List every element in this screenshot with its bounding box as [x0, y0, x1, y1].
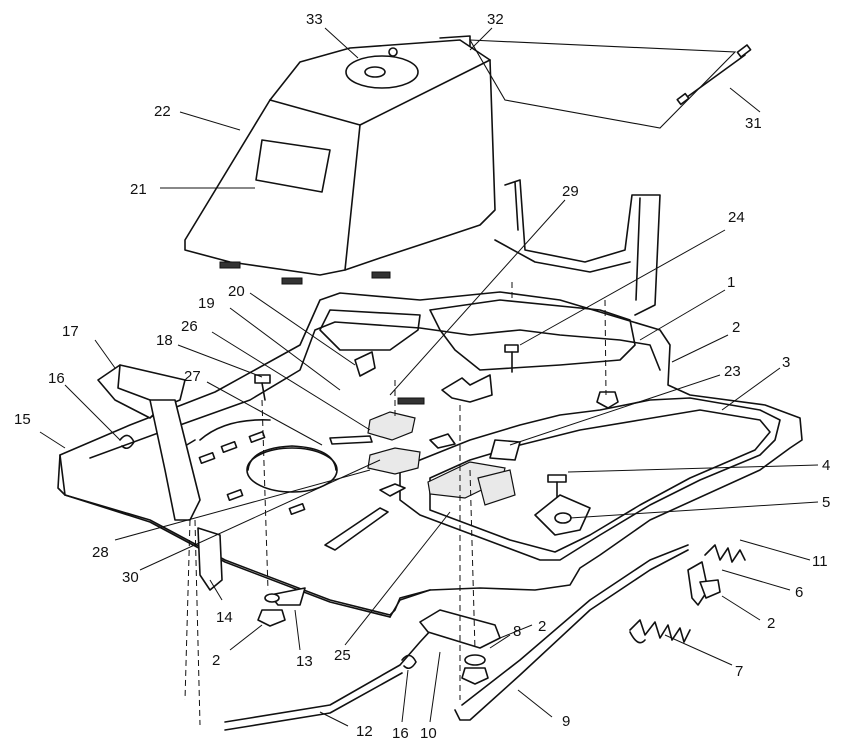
hood-cover [184, 35, 496, 285]
callout-1: 1 [727, 274, 735, 291]
callout-labels: 1 2 3 4 5 11 6 2 7 8 2 9 10 16 12 25 13 … [14, 11, 830, 742]
callout-24: 24 [728, 209, 745, 226]
seat-switch-assembly [329, 351, 521, 506]
main-deck [57, 291, 803, 618]
callout-23: 23 [724, 363, 741, 380]
callout-21: 21 [130, 181, 147, 198]
callout-10: 10 [420, 725, 437, 742]
cotter-pin-16b [401, 654, 417, 670]
callout-19: 19 [198, 295, 215, 312]
callout-8: 8 [513, 623, 521, 640]
callout-12: 12 [356, 723, 373, 740]
callout-27: 27 [184, 368, 201, 385]
callout-29: 29 [562, 183, 579, 200]
callout-14: 14 [216, 609, 233, 626]
callout-9: 9 [562, 713, 570, 730]
callout-4: 4 [822, 457, 830, 474]
callout-5: 5 [822, 494, 830, 511]
callout-2: 2 [767, 615, 775, 632]
callout-6: 6 [795, 584, 803, 601]
callout-31: 31 [745, 115, 762, 132]
callout-13: 13 [296, 653, 313, 670]
decal-sheet [469, 39, 737, 129]
callout-32: 32 [487, 11, 504, 28]
callout-16: 16 [48, 370, 65, 387]
callout-16: 16 [392, 725, 409, 742]
callout-3: 3 [782, 354, 790, 371]
callout-28: 28 [92, 544, 109, 561]
callout-20: 20 [228, 283, 245, 300]
callout-11: 11 [812, 553, 828, 570]
callout-2: 2 [212, 652, 220, 669]
callout-33: 33 [306, 11, 323, 28]
callout-15: 15 [14, 411, 31, 428]
callout-22: 22 [154, 103, 171, 120]
callout-25: 25 [334, 647, 351, 664]
leader-lines [39, 27, 819, 727]
assembly-guides [184, 282, 607, 726]
callout-17: 17 [62, 323, 79, 340]
callout-2: 2 [732, 319, 740, 336]
cable-31 [676, 44, 752, 106]
brake-pedal [97, 364, 223, 591]
cotter-pin-16 [119, 434, 135, 450]
callout-18: 18 [156, 332, 173, 349]
callout-2: 2 [538, 618, 546, 635]
callout-26: 26 [181, 318, 198, 335]
callout-30: 30 [122, 569, 139, 586]
callout-7: 7 [735, 663, 743, 680]
